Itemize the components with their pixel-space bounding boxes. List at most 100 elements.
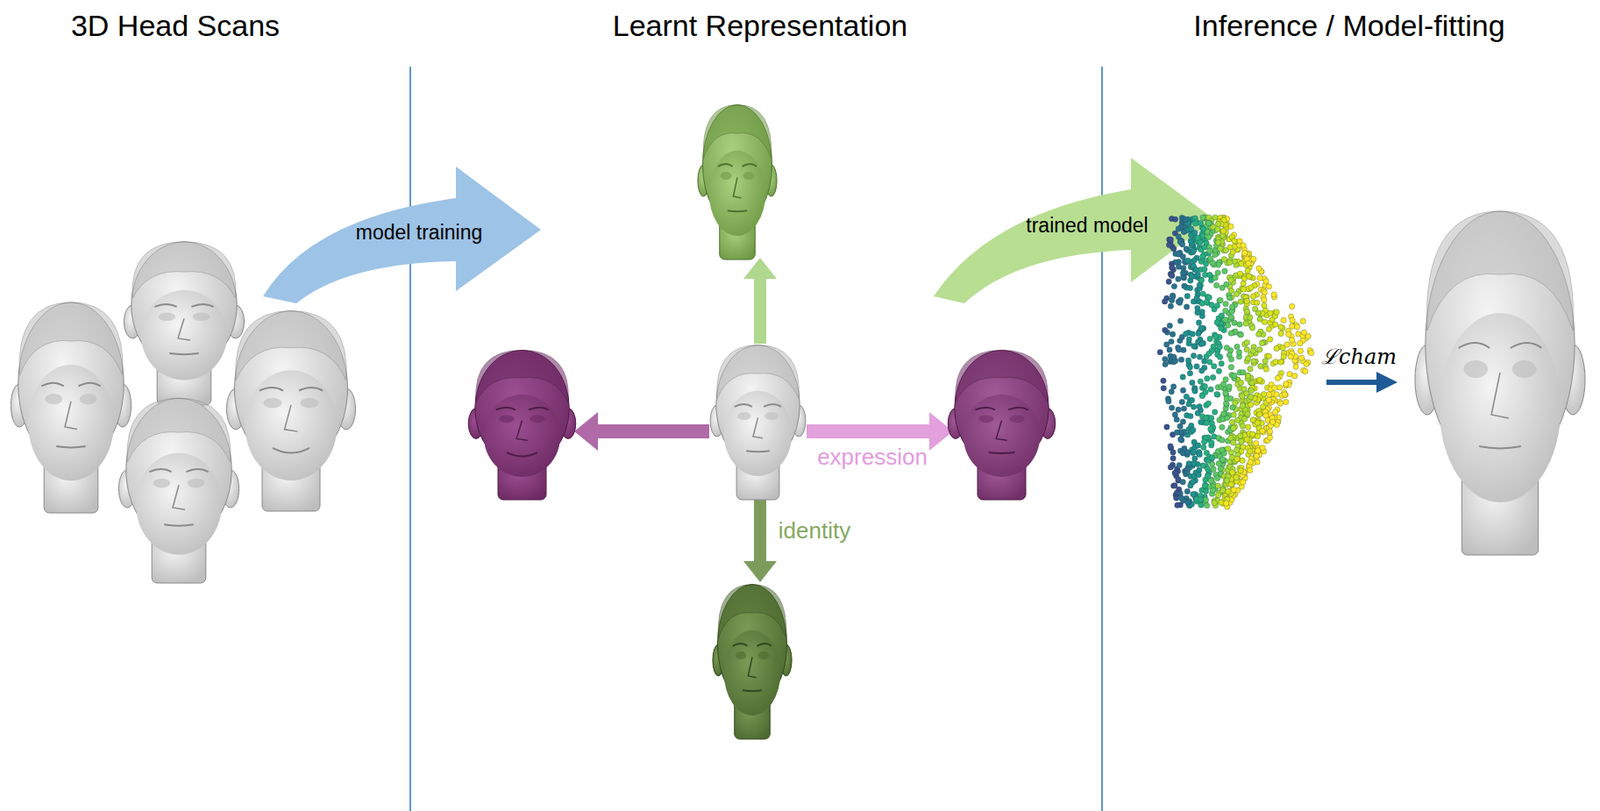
eye (153, 478, 171, 489)
eye (1512, 360, 1537, 378)
eye (737, 412, 752, 420)
cloud-point (1239, 403, 1245, 409)
face (141, 290, 228, 381)
cloud-point (1182, 217, 1188, 223)
cloud-point (1201, 266, 1208, 272)
cloud-point (1173, 429, 1180, 435)
cloud-point (1289, 323, 1295, 329)
head-figure (10, 302, 131, 513)
eye (45, 393, 64, 405)
cloud-point (1276, 384, 1282, 391)
cloud-point (1226, 384, 1232, 390)
cloud-point (1174, 502, 1181, 508)
face (709, 150, 766, 236)
cloud-point (1273, 345, 1280, 351)
cloud-point (1254, 433, 1260, 439)
cloud-point (1204, 376, 1210, 382)
cloud-point (1216, 460, 1222, 466)
cloud-point (1166, 278, 1172, 285)
cloud-point (1218, 361, 1224, 367)
cloud-point (1214, 391, 1220, 398)
cloud-point (1180, 228, 1187, 235)
cloud-point (1198, 325, 1204, 331)
cloud-point (1208, 386, 1214, 392)
cloud-point (1237, 468, 1244, 474)
cloud-point (1258, 363, 1264, 370)
cloud-point (1244, 347, 1250, 353)
nose (64, 401, 78, 430)
cloud-point (1194, 234, 1201, 241)
cloud-point (1183, 304, 1189, 310)
cloud-point (1239, 423, 1245, 429)
cloud-point (1169, 264, 1175, 271)
eye (529, 414, 546, 423)
cloud-point (1250, 293, 1256, 299)
cloud-point (1198, 419, 1204, 425)
face (724, 630, 781, 716)
head-figure (1415, 211, 1586, 555)
cloud-point (1216, 343, 1223, 349)
cloud-point (1211, 363, 1217, 370)
cloud-point (1248, 394, 1254, 400)
cloud-point (1219, 447, 1225, 453)
cloud-point (1200, 233, 1206, 239)
cloud-point (1280, 317, 1287, 323)
cloud-point (1272, 359, 1279, 365)
cloud-point (1272, 384, 1278, 391)
mouth (506, 452, 538, 456)
cloud-point (1202, 497, 1209, 503)
cloud-point (1247, 459, 1253, 465)
cloud-point (1192, 220, 1198, 227)
cloud-point (1195, 320, 1202, 326)
face (28, 364, 114, 481)
eye (187, 478, 206, 489)
cloud-point (1265, 284, 1272, 290)
cloud-point (1265, 326, 1272, 332)
cloud-point (1179, 437, 1185, 443)
cloud-point (1197, 497, 1203, 503)
cloud-point (1170, 384, 1176, 390)
cloud-point (1171, 354, 1177, 360)
cloud-point (1196, 354, 1202, 360)
cloud-point (1196, 404, 1202, 410)
cloud-point (1182, 331, 1188, 337)
cloud-point (1236, 349, 1242, 356)
cloud-point (1201, 439, 1207, 445)
cloud-point (1201, 444, 1207, 450)
cloud-point (1201, 483, 1208, 489)
cloud-point (1251, 358, 1257, 364)
cloud-point (1274, 375, 1280, 381)
cloud-point (1218, 312, 1224, 319)
nose (516, 420, 528, 441)
cloud-point (1308, 349, 1314, 356)
brow (496, 407, 549, 411)
mouth (727, 210, 747, 212)
head-figure (947, 349, 1056, 500)
cloud-point (1237, 332, 1244, 338)
cloud-point (1241, 249, 1247, 256)
nose (995, 420, 1008, 441)
cloud-point (1201, 358, 1208, 364)
cloud-point (1277, 400, 1283, 406)
cloud-point (1186, 336, 1192, 342)
cloud-point (1191, 257, 1197, 264)
cloud-point (1261, 391, 1267, 397)
cloud-point (1211, 499, 1217, 505)
cloud-point (1224, 445, 1231, 451)
cloud-point (1202, 414, 1209, 420)
hair (1426, 211, 1573, 331)
cloud-point (1217, 465, 1224, 471)
cloud-point (1175, 406, 1181, 413)
cloud-point (1251, 256, 1257, 262)
arrow-label: trained model (1025, 213, 1148, 237)
cloud-point (1170, 449, 1176, 456)
cloud-point (1207, 359, 1213, 365)
cloud-point (1183, 393, 1189, 399)
cloud-point (1230, 425, 1237, 431)
cloud-point (1247, 314, 1253, 320)
cloud-point (1216, 368, 1222, 374)
cloud-point (1190, 491, 1196, 498)
cloud-point (1262, 358, 1268, 364)
cloud-point (1247, 366, 1253, 372)
